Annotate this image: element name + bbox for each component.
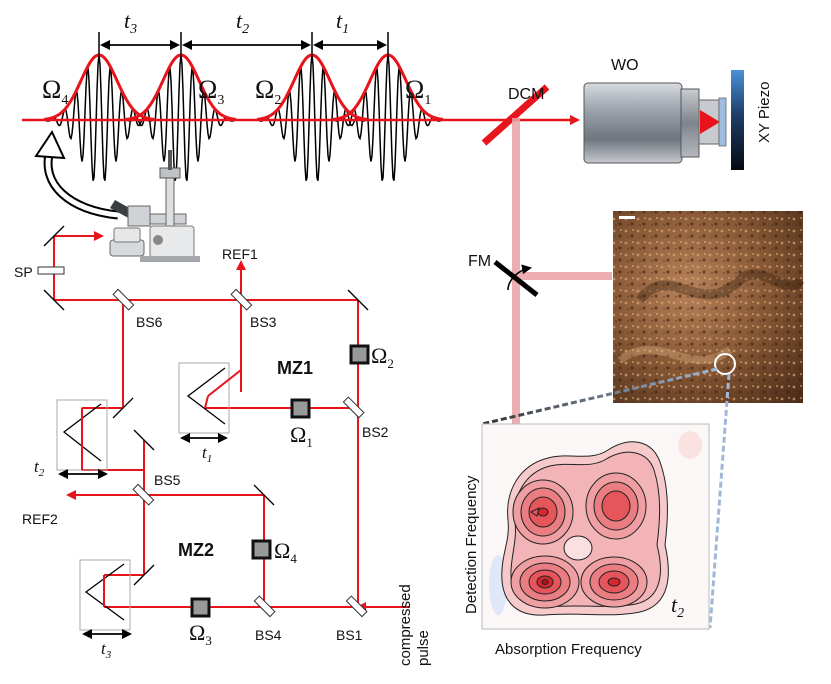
flip-mirror xyxy=(493,260,539,297)
pulse-label: pulse xyxy=(415,630,432,666)
mirrors xyxy=(43,225,369,586)
bs2 xyxy=(342,396,365,419)
mod-omega1-label: Ω1 xyxy=(290,422,313,450)
2d-spectrum-plot: t2 xyxy=(481,423,710,630)
sp-element xyxy=(37,266,65,275)
mz1-label: MZ1 xyxy=(277,358,313,378)
t1-label: t1 xyxy=(336,8,349,37)
fm-label: FM xyxy=(468,253,491,270)
bs2-label: BS2 xyxy=(362,424,389,440)
sp-label: SP xyxy=(14,264,33,280)
bs6-label: BS6 xyxy=(136,314,163,330)
t2-label: t2 xyxy=(236,8,249,37)
peak-center xyxy=(563,535,593,561)
xy-piezo-stage xyxy=(731,70,744,170)
sample-image xyxy=(613,211,805,403)
peak-bottom-right xyxy=(580,556,648,608)
selection-circle xyxy=(714,353,736,375)
modulator-omega1 xyxy=(290,398,311,419)
pulse-oscillations xyxy=(43,54,444,181)
t3-label: t3 xyxy=(124,8,137,37)
phase-modulators xyxy=(190,344,370,618)
mod-omega3-label: Ω3 xyxy=(189,620,212,648)
zoom-line-left xyxy=(481,367,718,426)
bs4 xyxy=(253,595,276,618)
mz2-label: MZ2 xyxy=(178,540,214,560)
bs4-label: BS4 xyxy=(255,627,282,643)
bs1-label: BS1 xyxy=(336,627,363,643)
bs5 xyxy=(132,483,155,506)
delay-t3-label: t3 xyxy=(101,639,112,661)
delay-t2-label: t2 xyxy=(34,457,45,479)
delay-stage-t3 xyxy=(79,559,132,639)
curved-arrow-icon xyxy=(34,129,119,220)
omega2-label: Ω2 xyxy=(255,75,281,108)
mod-omega4-label: Ω4 xyxy=(274,538,297,566)
objective-lens xyxy=(583,82,727,164)
microscope-icon xyxy=(109,150,200,262)
bs3 xyxy=(230,288,253,311)
absorption-frequency-label: Absorption Frequency xyxy=(495,641,642,658)
delay-t1-label: t1 xyxy=(202,443,212,465)
xy-piezo-label: XY Piezo xyxy=(756,82,773,143)
delay-stage-t1 xyxy=(178,362,242,443)
dcm-mirror xyxy=(481,84,550,146)
modulator-omega4 xyxy=(251,539,272,560)
scale-bar xyxy=(619,216,635,219)
omega3-label: Ω3 xyxy=(198,75,224,108)
peak-top-left xyxy=(512,479,574,545)
beam-splitters xyxy=(37,266,368,618)
plot-t2-label: t2 xyxy=(671,592,684,621)
omega1-label: Ω1 xyxy=(405,75,431,108)
pulse-envelopes xyxy=(43,53,444,121)
bs3-label: BS3 xyxy=(250,314,277,330)
peak-bottom-left xyxy=(510,555,580,609)
compressed-label: compressed xyxy=(397,584,414,666)
modulator-omega2 xyxy=(349,344,370,365)
ref1-label: REF1 xyxy=(222,246,258,262)
delay-stage-t2 xyxy=(56,399,108,479)
omega4-label: Ω4 xyxy=(42,75,68,108)
interferometer-beams xyxy=(53,231,410,612)
detection-frequency-label: Detection Frequency xyxy=(463,475,480,614)
ref2-label: REF2 xyxy=(22,511,58,527)
pulse-train: t3 t2 t1 Ω4 Ω3 Ω2 Ω1 xyxy=(22,8,580,181)
dcm-label: DCM xyxy=(508,86,544,103)
bs6 xyxy=(112,288,135,311)
fluorescence-path xyxy=(512,118,612,424)
flip-mirror-arrow xyxy=(507,264,532,291)
mod-omega2-label: Ω2 xyxy=(371,343,394,371)
modulator-omega3 xyxy=(190,597,211,618)
wo-label: WO xyxy=(611,57,639,74)
zoom-line-right xyxy=(708,373,731,629)
peak-top-right xyxy=(585,472,647,540)
bs1 xyxy=(345,595,368,618)
bs5-label: BS5 xyxy=(154,472,181,488)
